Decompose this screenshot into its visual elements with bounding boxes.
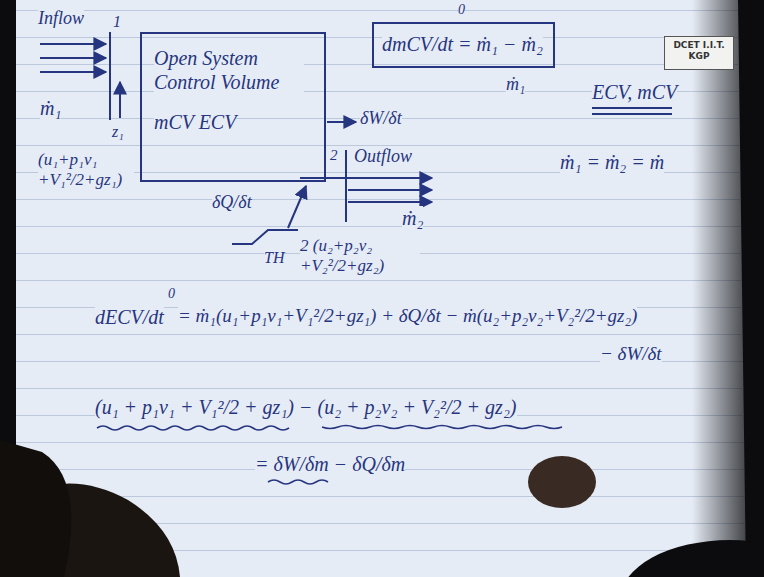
energy-equation: = ṁ₁(u₁+p₁v₁+V₁²/2+gz₁) + δQ/δt − ṁ(u₂+p… [178, 305, 637, 328]
pointing-thumb [528, 456, 596, 508]
state-note: ECV, mCV [592, 80, 677, 104]
reservoir-symbol [232, 230, 298, 244]
reservoir-label: TH [264, 248, 284, 267]
inlet-section [109, 32, 111, 120]
mass-flow: ṁ₂ [402, 206, 423, 230]
paper-sheet [16, 0, 746, 577]
logo-box: DCET I.I.T. KGP [664, 36, 734, 70]
corner-shadow [620, 540, 764, 577]
energy-equation: = δW/δm − δQ/δm [255, 452, 405, 476]
mass-flow: ṁ₁ [506, 74, 525, 96]
energy-rate: dECV/dt [95, 305, 164, 329]
inflow-arrows [40, 44, 106, 72]
node-text: DCET I.I.T. KGP [670, 40, 728, 62]
energy-equation: (u₁ + p₁v₁ + V₁²/2 + gz₁) − (u₂ + p₂v₂ +… [95, 395, 517, 419]
work-rate: δW/δt [360, 108, 402, 130]
wavy-underline [268, 480, 328, 484]
hand-shadow [0, 440, 71, 577]
boxed-equation: dmCV/dt = ṁ₁ − ṁ₂ [372, 22, 555, 68]
node-text: Open System Control Volume [154, 46, 304, 94]
outlet-section [345, 150, 347, 222]
steady-flow-note: ṁ₁ = ṁ₂ = ṁ [560, 150, 664, 174]
elevation-arrow [119, 82, 121, 118]
node-text: mCV ECV [154, 110, 236, 134]
zero-mark: 0 [168, 286, 175, 303]
heat-rate: δQ/δt [212, 192, 252, 214]
edge-shadow [692, 0, 764, 577]
elevation-label: z₁ [112, 122, 124, 141]
double-underline [592, 108, 672, 114]
inlet-energy: (u₁+p₁v₁ +V₁²/2+gz₁) [38, 150, 134, 191]
flow-label: Inflow [38, 8, 84, 30]
outlet-energy: 2 (u₂+p₂v₂ +V₂²/2+gz₂) [300, 236, 420, 277]
energy-equation: − δW/δt [600, 343, 662, 366]
ruled-lines [16, 0, 746, 577]
flow-label: Outflow [354, 146, 412, 168]
mass-flow: ṁ₁ [40, 96, 61, 120]
underline [322, 426, 562, 429]
heat-arrow [288, 186, 306, 228]
section-number: 1 [113, 12, 121, 31]
zero-mark: 0 [458, 2, 465, 19]
control-volume-box: Open System Control Volume mCV ECV [140, 32, 326, 182]
wavy-underline [97, 426, 289, 430]
work-arrow [327, 121, 356, 123]
node-text: dmCV/dt = ṁ₁ − ṁ₂ [382, 32, 543, 56]
section-number: 2 [330, 146, 338, 164]
